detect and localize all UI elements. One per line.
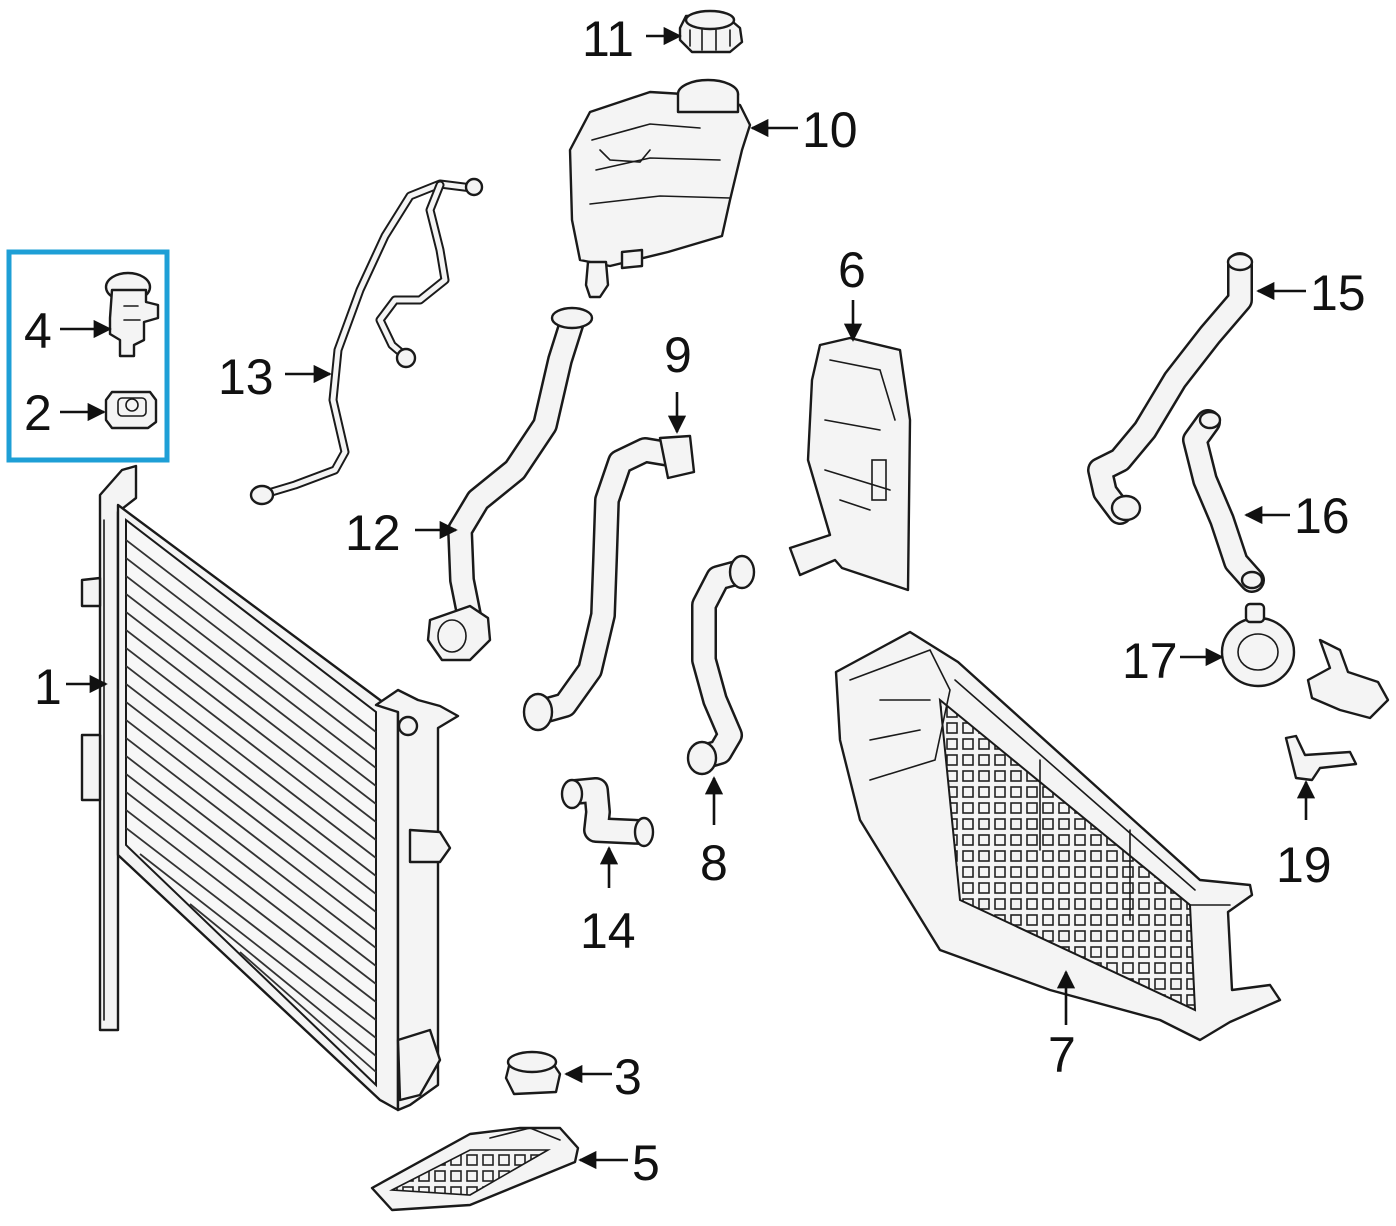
highlight-box: [6, 249, 170, 463]
pipe-part-16: [1182, 409, 1265, 593]
bracket-part-19: [1284, 734, 1358, 782]
callout-12: 12: [345, 505, 401, 561]
hose-part-8: [686, 554, 756, 776]
callout-1: 1: [34, 659, 62, 715]
callout-14: 14: [580, 903, 636, 959]
callout-17: 17: [1122, 633, 1178, 689]
callout-15: 15: [1310, 265, 1366, 321]
callout-labels: 11 10 4 2 13 12 9 6 15 16 17 1 14 8 19 7…: [24, 11, 1366, 1191]
hose-part-12: [426, 306, 594, 662]
elbow-part-14: [560, 777, 655, 848]
expansion-tank-part-10: [568, 78, 752, 299]
callout-3: 3: [614, 1049, 642, 1105]
callout-8: 8: [700, 835, 728, 891]
cover-part-5: [370, 1126, 580, 1212]
callout-2: 2: [24, 385, 52, 441]
grommet-part-2: [104, 390, 158, 430]
callout-6: 6: [838, 242, 866, 298]
radiator-part: [80, 464, 460, 1112]
callout-16: 16: [1294, 488, 1350, 544]
hose-part-9: [522, 434, 696, 732]
callout-7: 7: [1048, 1027, 1076, 1083]
callout-11: 11: [582, 11, 634, 67]
callout-5: 5: [632, 1135, 660, 1191]
vent-line-part-13: [249, 177, 484, 506]
callout-4: 4: [24, 303, 52, 359]
leader-lines: [60, 26, 1316, 1170]
callout-19: 19: [1276, 837, 1332, 893]
callout-9: 9: [664, 327, 692, 383]
air-guide-part-7: [834, 630, 1282, 1042]
callout-13: 13: [218, 349, 274, 405]
air-duct-part-6: [788, 336, 912, 592]
cap-part-11: [678, 9, 744, 54]
callout-10: 10: [802, 102, 858, 158]
clip-part-4: [104, 271, 160, 358]
pipe-part-15: [1087, 252, 1254, 525]
radiator-fins: [125, 539, 377, 1073]
pump-part-17: [1220, 602, 1390, 720]
grommet-part-3: [504, 1050, 562, 1096]
